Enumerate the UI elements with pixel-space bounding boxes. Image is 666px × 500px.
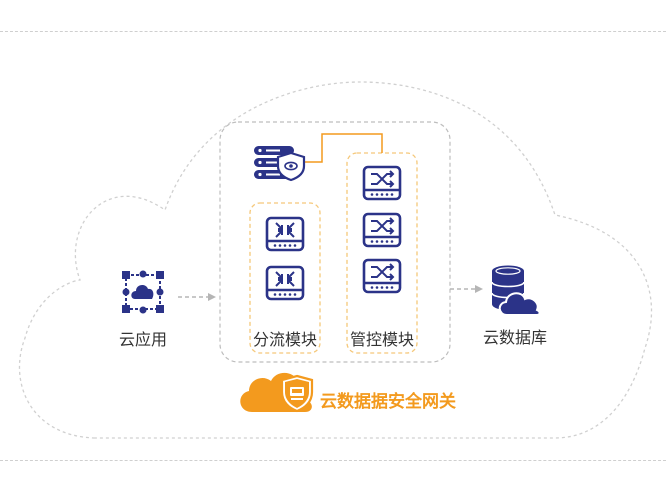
server-connector-line [303, 133, 383, 163]
split-device-icon [265, 265, 305, 301]
split-module-label: 分流模块 [252, 330, 318, 349]
split-device-icon [265, 216, 305, 252]
cloud-database-label: 云数据库 [482, 328, 548, 347]
database-cloud-icon [491, 265, 541, 316]
arrow-app-to-gateway [178, 293, 216, 301]
top-divider [0, 31, 666, 32]
server-shield-icon [254, 146, 306, 182]
bottom-divider [0, 460, 666, 461]
split-module-box [249, 202, 321, 354]
switch-device-icon [362, 165, 402, 201]
control-module-label: 管控模块 [349, 330, 415, 349]
switch-device-icon [362, 258, 402, 294]
gateway-box [219, 121, 451, 363]
switch-device-icon [362, 212, 402, 248]
cloud-shield-logo-icon [240, 372, 314, 413]
cloud-network-icon [122, 270, 164, 314]
cloud-outline [18, 81, 653, 439]
gateway-title: 云数据据安全网关 [320, 392, 456, 412]
arrow-gateway-to-database [450, 285, 483, 293]
cloud-app-label: 云应用 [118, 330, 168, 349]
